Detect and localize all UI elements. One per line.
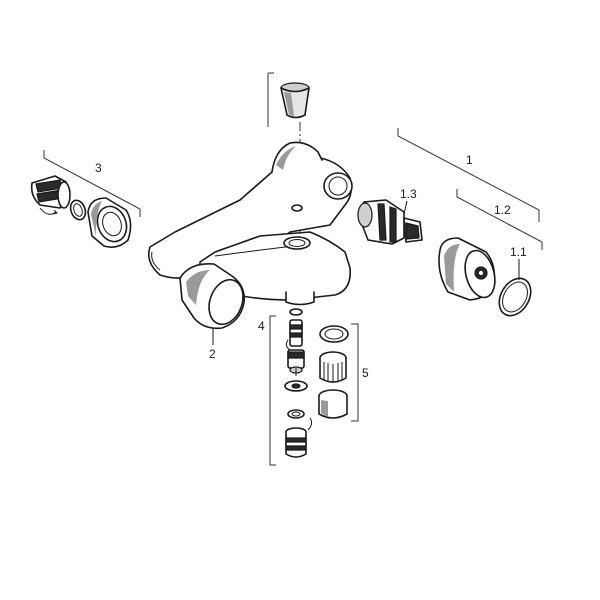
callout-1-3: 1.3: [400, 187, 417, 201]
group-brackets: [43, 72, 543, 466]
left-handle: [179, 262, 246, 330]
callout-3: 3: [95, 161, 102, 175]
bracket-4: [269, 315, 276, 466]
mixer-body: [147, 141, 353, 306]
cap-1-1: [498, 277, 532, 317]
callout-4: 4: [258, 319, 265, 333]
handle-1-2: [438, 237, 496, 301]
group-4-parts: [284, 308, 313, 458]
bracket-top-cap: [267, 72, 274, 127]
callout-1-1: 1.1: [510, 245, 527, 259]
bracket-3: [43, 150, 141, 217]
bracket-1-2: [456, 189, 543, 250]
cartridge-1-3: [357, 199, 423, 245]
group-5-parts: [318, 325, 349, 419]
bracket-5: [351, 323, 359, 422]
callout-5: 5: [362, 366, 369, 380]
callout-labels: 3 1 1.3 1.2 1.1 2 4 5: [95, 153, 527, 380]
callout-1-2: 1.2: [494, 203, 511, 217]
top-cap: [280, 82, 310, 119]
leader-1-3: [403, 200, 408, 215]
callout-2: 2: [209, 347, 216, 361]
callout-1: 1: [466, 153, 473, 167]
group-3-parts: [30, 175, 132, 248]
leader-lines: [212, 200, 520, 345]
bracket-1: [397, 128, 540, 222]
